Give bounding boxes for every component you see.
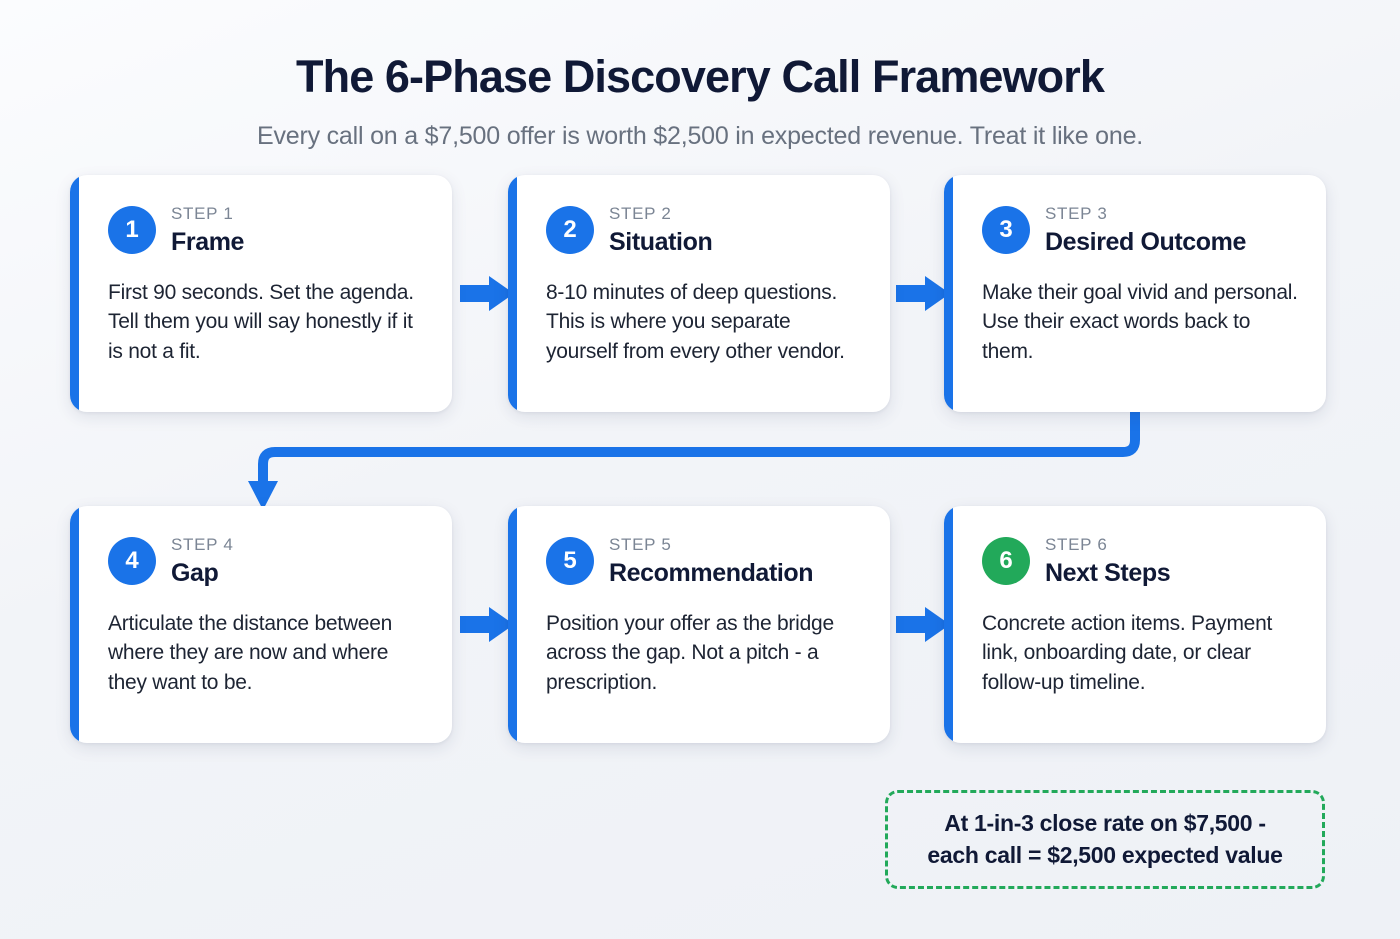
- step-label: STEP 1: [171, 203, 234, 223]
- step-card-header: 3 STEP 3 Desired Outcome: [982, 202, 1300, 265]
- arrow-step4-to-step5: [460, 606, 514, 642]
- step-card-3[interactable]: 3 STEP 3 Desired Outcome Make their goal…: [944, 174, 1326, 412]
- step-label: STEP 2: [609, 203, 672, 223]
- step-number-badge: 6: [982, 536, 1030, 585]
- step-description: Concrete action items. Payment link, onb…: [982, 611, 1273, 695]
- step-card-header: 1 STEP 1 Frame: [108, 202, 426, 265]
- step-card-1[interactable]: 1 STEP 1 Frame First 90 seconds. Set the…: [70, 174, 452, 412]
- step-description: Articulate the distance between where th…: [108, 611, 393, 695]
- framework-flow-board: 1 STEP 1 Frame First 90 seconds. Set the…: [0, 174, 1400, 775]
- step-card-heading-group: STEP 3 Desired Outcome: [1045, 202, 1246, 258]
- page-title: The 6-Phase Discovery Call Framework: [296, 51, 1105, 102]
- step-title: Next Steps: [1045, 558, 1171, 587]
- step-card-heading-group: STEP 4 Gap: [171, 533, 233, 589]
- step-description: Make their goal vivid and personal. Use …: [982, 280, 1298, 364]
- step-card-6[interactable]: 6 STEP 6 Next Steps Concrete action item…: [944, 505, 1326, 743]
- step-description: 8-10 minutes of deep questions. This is …: [546, 280, 845, 364]
- step-card-header: 5 STEP 5 Recommendation: [546, 533, 864, 596]
- step-card-5[interactable]: 5 STEP 5 Recommendation Position your of…: [508, 505, 890, 743]
- step-card-header: 4 STEP 4 Gap: [108, 533, 426, 596]
- step-title: Situation: [609, 227, 713, 256]
- arrow-step5-to-step6: [896, 606, 950, 642]
- step-description: Position your offer as the bridge across…: [546, 611, 834, 695]
- step-number-badge: 2: [546, 205, 594, 254]
- arrow-step1-to-step2: [460, 275, 514, 311]
- step-number-badge: 4: [108, 536, 156, 585]
- step-title: Desired Outcome: [1045, 227, 1247, 256]
- step-label: STEP 6: [1045, 534, 1108, 554]
- step-card-heading-group: STEP 5 Recommendation: [609, 533, 814, 589]
- step-card-2[interactable]: 2 STEP 2 Situation 8-10 minutes of deep …: [508, 174, 890, 412]
- callout-line-1: At 1-in-3 close rate on $7,500 -: [944, 809, 1266, 836]
- step-number-badge: 5: [546, 536, 594, 585]
- step-label: STEP 5: [609, 534, 672, 554]
- page-header: The 6-Phase Discovery Call Framework Eve…: [0, 0, 1400, 151]
- arrow-step2-to-step3: [896, 275, 950, 311]
- step-number-badge: 1: [108, 205, 156, 254]
- step-title: Frame: [171, 227, 245, 256]
- step-label: STEP 3: [1045, 203, 1108, 223]
- page-subtitle: Every call on a $7,500 offer is worth $2…: [256, 121, 1144, 150]
- callout-line-2: each call = $2,500 expected value: [927, 841, 1283, 868]
- callout-text: At 1-in-3 close rate on $7,500 - each ca…: [927, 808, 1282, 871]
- step-description: First 90 seconds. Set the agenda. Tell t…: [108, 280, 414, 364]
- step-card-4[interactable]: 4 STEP 4 Gap Articulate the distance bet…: [70, 505, 452, 743]
- arrow-step3-to-step4-wrap: [248, 411, 1140, 510]
- step-label: STEP 4: [171, 534, 234, 554]
- step-card-heading-group: STEP 1 Frame: [171, 202, 244, 258]
- step-title: Gap: [171, 558, 219, 587]
- step-card-heading-group: STEP 2 Situation: [609, 202, 713, 258]
- expected-value-callout: At 1-in-3 close rate on $7,500 - each ca…: [885, 790, 1325, 889]
- step-number-badge: 3: [982, 205, 1030, 254]
- step-card-header: 6 STEP 6 Next Steps: [982, 533, 1300, 596]
- step-card-header: 2 STEP 2 Situation: [546, 202, 864, 265]
- step-card-heading-group: STEP 6 Next Steps: [1045, 533, 1171, 589]
- step-title: Recommendation: [609, 558, 814, 587]
